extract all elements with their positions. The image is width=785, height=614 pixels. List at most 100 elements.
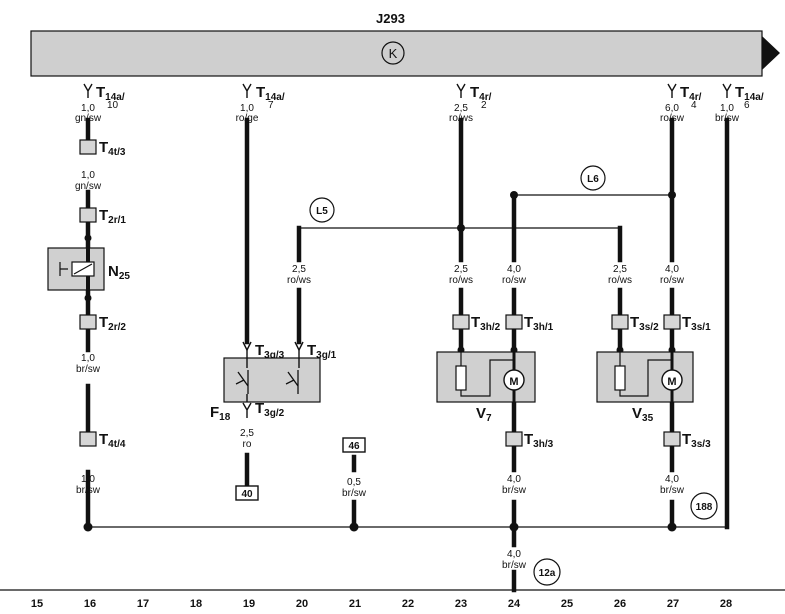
w27a-color: ro/sw <box>660 275 685 286</box>
top-conn-2-pin: 7 <box>268 100 274 111</box>
top-conn-5-base: T <box>735 84 744 101</box>
unit-label: J293 <box>376 11 405 26</box>
conn-t2r2-base: T <box>99 314 108 331</box>
top-wire-2-size: 1,0 <box>240 103 254 114</box>
col-19: 19 <box>243 598 255 610</box>
svg-text:T4r/: T4r/ <box>470 84 492 103</box>
w23-color: ro/ws <box>449 275 473 286</box>
col-26: 26 <box>614 598 626 610</box>
col-15: 15 <box>31 598 43 610</box>
top-conn-5-sub: 14a/ <box>744 92 764 103</box>
w26-color: ro/ws <box>608 275 632 286</box>
ref-l6: L6 <box>587 174 599 185</box>
w20-color: ro/ws <box>287 275 311 286</box>
wires <box>85 117 730 593</box>
top-wire-3-color: ro/ws <box>449 113 473 124</box>
svg-text:V7: V7 <box>476 405 492 424</box>
junction-dots <box>83 191 677 532</box>
svg-text:T4r/: T4r/ <box>680 84 702 103</box>
w26-size: 2,5 <box>613 264 627 275</box>
continuation-arrow-icon <box>762 36 780 70</box>
v35-base: V <box>632 405 642 422</box>
col-23: 23 <box>455 598 467 610</box>
conn-t3h2-sub: 3h/2 <box>480 322 500 333</box>
v35-sub: 35 <box>642 413 654 424</box>
w27b-size: 4,0 <box>665 474 679 485</box>
w19-size: 2,5 <box>240 428 254 439</box>
conn-t3s2-sub: 3s/2 <box>639 322 659 333</box>
reference-boxes <box>235 437 366 501</box>
col-27: 27 <box>667 598 679 610</box>
col-16: 16 <box>84 598 96 610</box>
w16c-color: br/sw <box>76 485 101 496</box>
f18-sub: 18 <box>219 412 231 423</box>
inline-connector-icons <box>79 139 681 447</box>
w23-size: 2,5 <box>454 264 468 275</box>
top-wire-5-size: 1,0 <box>720 103 734 114</box>
top-conn-4-pin: 4 <box>691 100 697 111</box>
w24a-color: ro/sw <box>502 275 527 286</box>
svg-text:T3h/3: T3h/3 <box>524 431 554 450</box>
svg-text:T3g/1: T3g/1 <box>307 342 337 361</box>
conn-t3g1-sub: 3g/1 <box>316 350 336 361</box>
w16a-size: 1,0 <box>81 170 95 181</box>
v7-base: V <box>476 405 486 422</box>
top-conn-1-pin: 10 <box>107 100 119 111</box>
v7-motor-symbol: M <box>509 376 518 388</box>
ref-l5: L5 <box>316 206 328 217</box>
w16b-size: 1,0 <box>81 353 95 364</box>
v7-sub: 7 <box>486 413 492 424</box>
top-conn-4-base: T <box>680 84 689 101</box>
top-wire-1-color: gn/sw <box>75 113 102 124</box>
col-17: 17 <box>137 598 149 610</box>
conn-t3s1-base: T <box>682 314 691 331</box>
w27a-size: 4,0 <box>665 264 679 275</box>
col-28: 28 <box>720 598 732 610</box>
col-24: 24 <box>508 598 521 610</box>
svg-text:N25: N25 <box>108 263 130 282</box>
col-21: 21 <box>349 598 361 610</box>
f18-base: F <box>210 404 219 421</box>
w24b-color: br/sw <box>502 485 527 496</box>
top-conn-3-sub: 4r/ <box>479 92 491 103</box>
svg-text:T14a/: T14a/ <box>96 84 125 103</box>
svg-text:T2r/2: T2r/2 <box>99 314 126 333</box>
unit-symbol-circle <box>381 41 405 65</box>
conn-t3h3-sub: 3h/3 <box>533 439 553 450</box>
svg-text:F18: F18 <box>210 404 231 423</box>
f18-component <box>223 341 321 418</box>
conn-t4t3-sub: 4t/3 <box>108 147 126 158</box>
w21-color: br/sw <box>342 488 367 499</box>
w24b-size: 4,0 <box>507 474 521 485</box>
conn-t3h3-base: T <box>524 431 533 448</box>
control-unit-bar <box>30 30 763 77</box>
w24c-color: br/sw <box>502 560 527 571</box>
ref-46: 46 <box>348 441 360 452</box>
conn-t3h1-sub: 3h/1 <box>533 322 553 333</box>
w16a-color: gn/sw <box>75 181 102 192</box>
conn-t3s2-base: T <box>630 314 639 331</box>
col-18: 18 <box>190 598 202 610</box>
column-numbers: 15 16 17 18 19 20 21 22 23 24 25 26 27 2… <box>31 598 732 610</box>
conn-t2r1-sub: 2r/1 <box>108 215 126 226</box>
top-conn-4-sub: 4r/ <box>689 92 701 103</box>
top-conn-1-sub: 14a/ <box>105 92 125 103</box>
top-pin-icons <box>83 83 732 98</box>
svg-text:T3g/3: T3g/3 <box>255 342 285 361</box>
svg-text:T3s/3: T3s/3 <box>682 431 711 450</box>
w24c-size: 4,0 <box>507 549 521 560</box>
conn-t4t4-sub: 4t/4 <box>108 439 126 450</box>
conn-t4t3-base: T <box>99 139 108 156</box>
conn-t3h1-base: T <box>524 314 533 331</box>
top-conn-5-pin: 6 <box>744 100 750 111</box>
reference-circles <box>309 165 718 586</box>
conn-t2r2-sub: 2r/2 <box>108 322 126 333</box>
top-conn-2-sub: 14a/ <box>265 92 285 103</box>
svg-text:T3h/2: T3h/2 <box>471 314 501 333</box>
top-wire-4-size: 6,0 <box>665 103 679 114</box>
top-conn-2-base: T <box>256 84 265 101</box>
ref-188: 188 <box>696 502 713 513</box>
col-22: 22 <box>402 598 414 610</box>
conn-t3g3-sub: 3g/3 <box>264 350 284 361</box>
